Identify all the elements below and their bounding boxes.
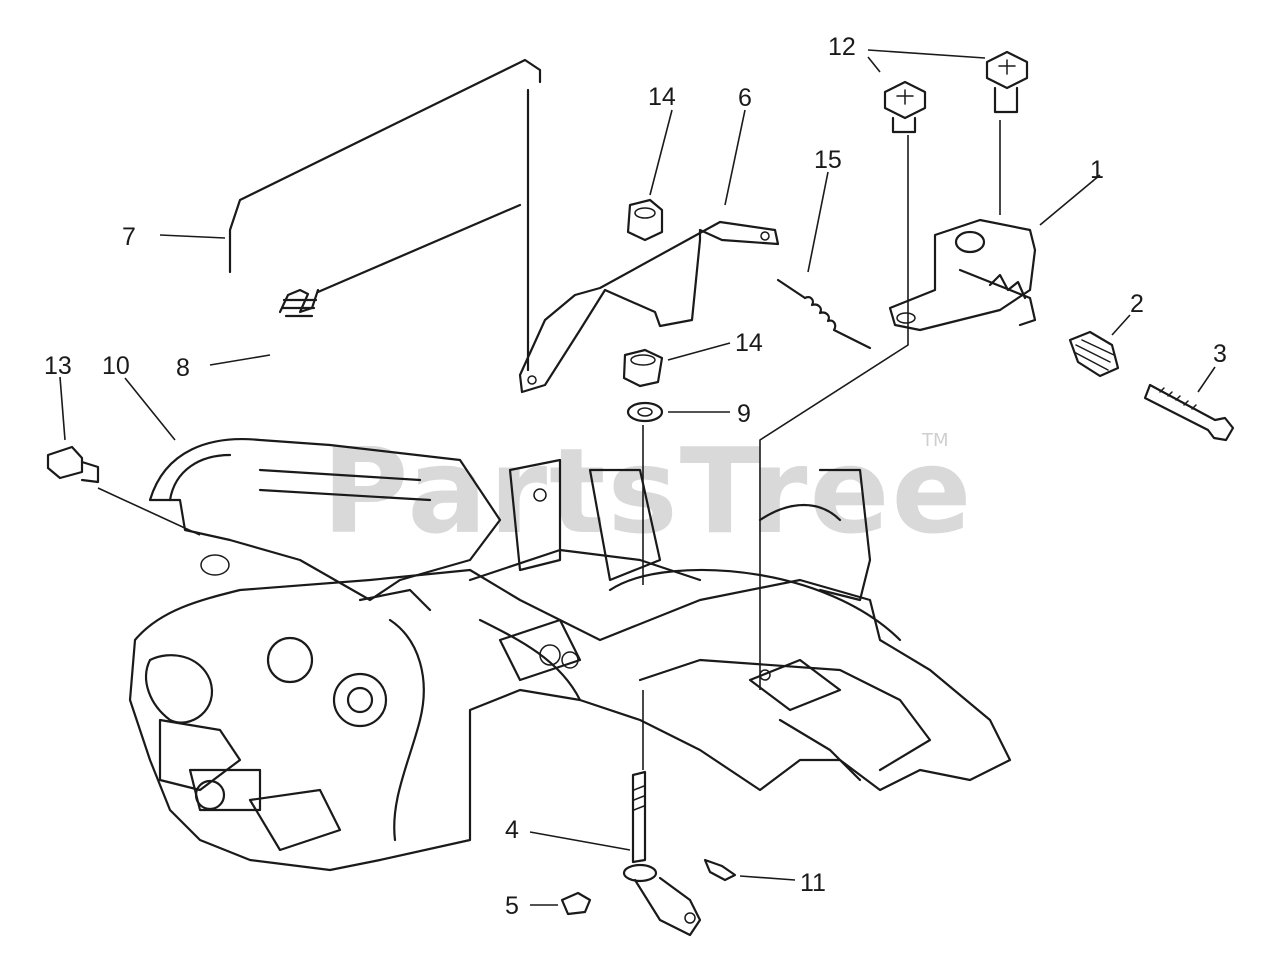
- watermark-trademark: TM: [921, 430, 949, 451]
- callout-2: 2: [1130, 290, 1144, 318]
- callout-9: 9: [737, 400, 751, 428]
- part-6-lever: [518, 220, 780, 394]
- callout-5: 5: [505, 892, 519, 920]
- callout-1: 1: [1090, 156, 1104, 184]
- part-13-bolt: [46, 445, 100, 484]
- part-11-clip: [703, 858, 737, 882]
- callout-3: 3: [1213, 340, 1227, 368]
- part-9-washer: [626, 401, 664, 423]
- part-10-cover: [148, 438, 502, 612]
- callout-11: 11: [800, 869, 826, 897]
- part-12-screws: [883, 50, 1029, 134]
- callout-13: 13: [44, 352, 72, 380]
- callout-14-lower: 14: [735, 329, 763, 357]
- callout-12: 12: [828, 33, 856, 61]
- callout-8: 8: [176, 354, 190, 382]
- callout-15: 15: [814, 146, 842, 174]
- part-1-bracket: [888, 218, 1037, 332]
- part-3-screw: [1143, 383, 1235, 442]
- leader-lines: [59, 49, 1216, 906]
- part-15-spring: [776, 278, 872, 350]
- callout-7: 7: [122, 223, 136, 251]
- part-4-shaft: [622, 770, 702, 937]
- watermark: PartsTree TM: [322, 422, 974, 560]
- part-8-spring: [278, 203, 522, 318]
- callout-4: 4: [505, 816, 519, 844]
- part-5-clip: [560, 891, 592, 916]
- part-2-spring: [1068, 330, 1120, 378]
- part-7-rod: [228, 58, 542, 372]
- part-14-lower-nut: [622, 348, 664, 388]
- part-14-upper-nut: [626, 198, 664, 242]
- callout-6: 6: [738, 84, 752, 112]
- callout-10: 10: [102, 352, 130, 380]
- watermark-text: PartsTree: [322, 422, 974, 560]
- callout-14-upper: 14: [648, 83, 676, 111]
- callouts: 12 14 6 15 1 7 2 3 13 10 8 14 9 4 11 5: [44, 33, 1227, 920]
